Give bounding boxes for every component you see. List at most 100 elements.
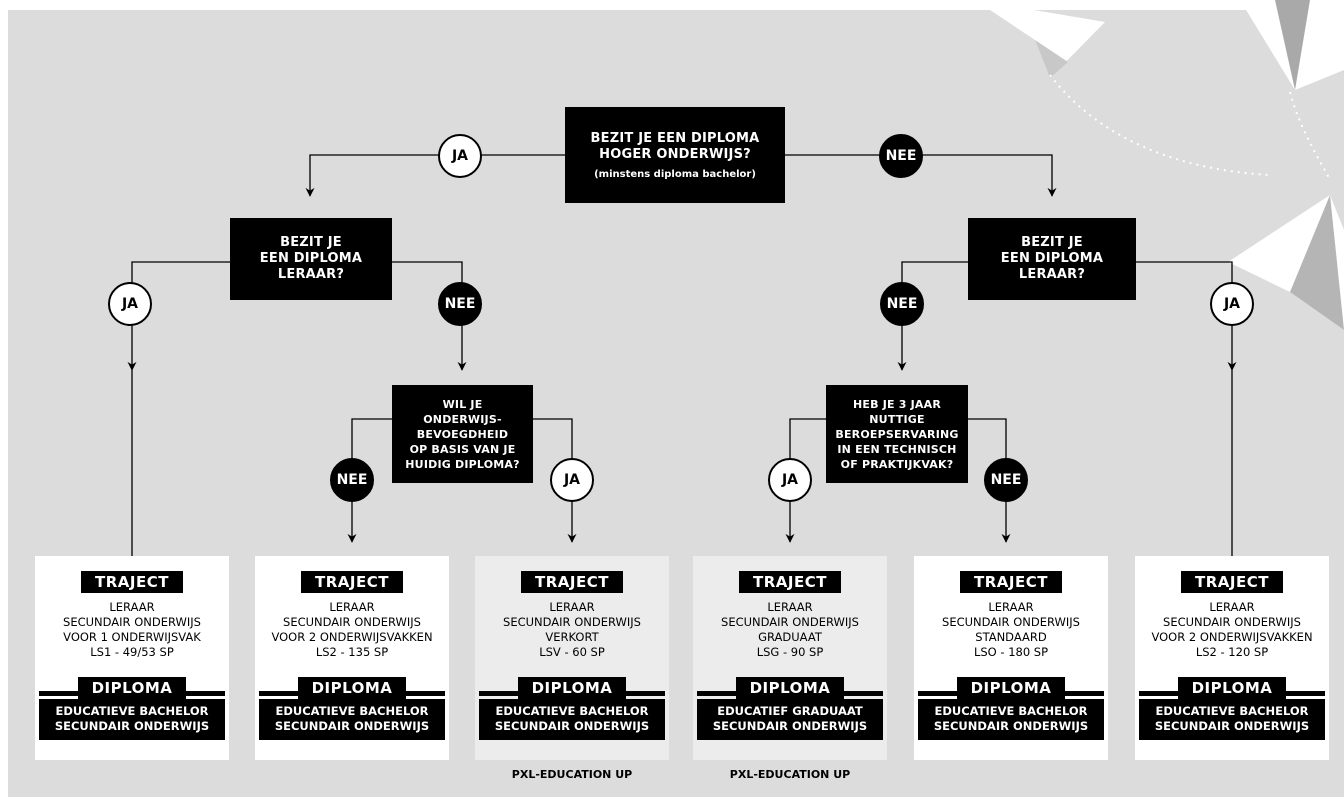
diploma-box: EDUCATIEVE BACHELOR SECUNDAIR ONDERWIJS <box>39 699 225 740</box>
diploma-tag: DIPLOMA <box>735 677 845 699</box>
traject-line: STANDAARD <box>975 630 1047 644</box>
question-line: LERAAR? <box>277 267 345 282</box>
traject-credits: LS2 - 135 SP <box>315 645 389 659</box>
traject-description: LERAAR SECUNDAIR ONDERWIJS VOOR 1 ONDERW… <box>35 600 229 660</box>
traject-line: VERKORT <box>545 630 599 644</box>
traject-description: LERAAR SECUNDAIR ONDERWIJS STANDAARD LSO… <box>914 600 1108 660</box>
traject-line: GRADUAAT <box>758 630 822 644</box>
diploma-header: DIPLOMA <box>35 677 229 699</box>
traject-line: VOOR 1 ONDERWIJSVAK <box>63 630 201 644</box>
paper-plane-icon <box>975 0 1344 330</box>
diploma-box: EDUCATIEVE BACHELOR SECUNDAIR ONDERWIJS <box>1139 699 1325 740</box>
answer-yes-badge: JA <box>108 282 152 326</box>
diploma-tag: DIPLOMA <box>77 677 187 699</box>
question-line: OF PRAKTIJKVAK? <box>840 457 954 471</box>
diploma-line: SECUNDAIR ONDERWIJS <box>712 719 868 733</box>
traject-description: LERAAR SECUNDAIR ONDERWIJS VOOR 2 ONDERW… <box>255 600 449 660</box>
traject-credits: LSO - 180 SP <box>973 645 1049 659</box>
question-line: OP BASIS VAN JE <box>409 442 516 456</box>
traject-description: LERAAR SECUNDAIR ONDERWIJS VERKORT LSV -… <box>475 600 669 660</box>
answer-yes-badge: JA <box>1210 282 1254 326</box>
traject-line: SECUNDAIR ONDERWIJS <box>942 615 1080 629</box>
diploma-line: EDUCATIEVE BACHELOR <box>495 704 649 718</box>
diploma-box: EDUCATIEVE BACHELOR SECUNDAIR ONDERWIJS <box>479 699 665 740</box>
question-line: BEZIT JE EEN DIPLOMA <box>590 130 760 146</box>
traject-line: SECUNDAIR ONDERWIJS <box>63 615 201 629</box>
traject-line: LERAAR <box>549 600 595 614</box>
traject-line: SECUNDAIR ONDERWIJS <box>283 615 421 629</box>
question-note: (minstens diploma bachelor) <box>594 168 756 180</box>
diploma-header: DIPLOMA <box>475 677 669 699</box>
diploma-tag: DIPLOMA <box>956 677 1066 699</box>
answer-no-badge: NEE <box>879 134 923 178</box>
traject-tag: TRAJECT <box>81 571 183 593</box>
diploma-line: SECUNDAIR ONDERWIJS <box>494 719 650 733</box>
diploma-header: DIPLOMA <box>914 677 1108 699</box>
question-line: BEVOEGDHEID <box>416 427 509 441</box>
diploma-header: DIPLOMA <box>693 677 887 699</box>
traject-line: LERAAR <box>767 600 813 614</box>
question-line: HEB JE 3 JAAR <box>852 397 942 411</box>
traject-card-ls2-135: TRAJECT LERAAR SECUNDAIR ONDERWIJS VOOR … <box>255 556 449 760</box>
traject-card-lso: TRAJECT LERAAR SECUNDAIR ONDERWIJS STAND… <box>914 556 1108 760</box>
diploma-line: EDUCATIEVE BACHELOR <box>55 704 209 718</box>
traject-line: LERAAR <box>988 600 1034 614</box>
card-footer-label: PXL-EDUCATION UP <box>511 768 633 781</box>
answer-yes-badge: JA <box>768 458 812 502</box>
answer-no-badge: NEE <box>880 282 924 326</box>
answer-no-badge: NEE <box>984 458 1028 502</box>
diploma-line: EDUCATIEVE BACHELOR <box>934 704 1088 718</box>
traject-credits: LS2 - 120 SP <box>1195 645 1269 659</box>
question-teacher-diploma-left: BEZIT JE EEN DIPLOMA LERAAR? <box>230 218 392 300</box>
traject-line: SECUNDAIR ONDERWIJS <box>503 615 641 629</box>
diploma-line: SECUNDAIR ONDERWIJS <box>1154 719 1310 733</box>
traject-credits: LSV - 60 SP <box>539 645 605 659</box>
question-line: NUTTIGE <box>869 412 925 426</box>
traject-line: LERAAR <box>329 600 375 614</box>
traject-tag: TRAJECT <box>521 571 623 593</box>
answer-no-badge: NEE <box>330 458 374 502</box>
traject-tag: TRAJECT <box>960 571 1062 593</box>
question-line: BEROEPSERVARING <box>835 427 959 441</box>
traject-card-lsg: TRAJECT LERAAR SECUNDAIR ONDERWIJS GRADU… <box>693 556 887 760</box>
traject-tag: TRAJECT <box>1181 571 1283 593</box>
question-work-experience: HEB JE 3 JAAR NUTTIGE BEROEPSERVARING IN… <box>826 385 968 483</box>
traject-card-ls1: TRAJECT LERAAR SECUNDAIR ONDERWIJS VOOR … <box>35 556 229 760</box>
traject-credits: LSG - 90 SP <box>756 645 824 659</box>
traject-line: SECUNDAIR ONDERWIJS <box>721 615 859 629</box>
answer-yes-badge: JA <box>438 134 482 178</box>
diploma-header: DIPLOMA <box>1135 677 1329 699</box>
traject-line: VOOR 2 ONDERWIJSVAKKEN <box>1151 630 1313 644</box>
traject-line: LERAAR <box>1209 600 1255 614</box>
diploma-line: SECUNDAIR ONDERWIJS <box>933 719 1089 733</box>
question-teacher-diploma-right: BEZIT JE EEN DIPLOMA LERAAR? <box>968 218 1136 300</box>
question-line: LERAAR? <box>1018 267 1086 282</box>
diploma-box: EDUCATIEVE BACHELOR SECUNDAIR ONDERWIJS <box>918 699 1104 740</box>
traject-tag: TRAJECT <box>739 571 841 593</box>
diploma-line: EDUCATIEVE BACHELOR <box>1155 704 1309 718</box>
card-footer-label: PXL-EDUCATION UP <box>729 768 851 781</box>
diploma-tag: DIPLOMA <box>1177 677 1287 699</box>
question-line: HUIDIG DIPLOMA? <box>405 457 520 471</box>
diploma-header: DIPLOMA <box>255 677 449 699</box>
question-line: EEN DIPLOMA <box>1000 251 1104 266</box>
diploma-line: EDUCATIEF GRADUAAT <box>717 704 863 718</box>
diploma-line: SECUNDAIR ONDERWIJS <box>54 719 210 733</box>
question-line: ONDERWIJS- <box>423 412 502 426</box>
diploma-box: EDUCATIEVE BACHELOR SECUNDAIR ONDERWIJS <box>259 699 445 740</box>
diploma-tag: DIPLOMA <box>517 677 627 699</box>
question-teaching-qualification: WIL JE ONDERWIJS- BEVOEGDHEID OP BASIS V… <box>392 385 533 483</box>
traject-line: VOOR 2 ONDERWIJSVAKKEN <box>271 630 433 644</box>
diploma-line: EDUCATIEVE BACHELOR <box>275 704 429 718</box>
traject-card-lsv: TRAJECT LERAAR SECUNDAIR ONDERWIJS VERKO… <box>475 556 669 760</box>
diploma-box: EDUCATIEF GRADUAAT SECUNDAIR ONDERWIJS <box>697 699 883 740</box>
question-line: IN EEN TECHNISCH <box>837 442 957 456</box>
traject-description: LERAAR SECUNDAIR ONDERWIJS GRADUAAT LSG … <box>693 600 887 660</box>
diploma-tag: DIPLOMA <box>297 677 407 699</box>
question-line: EEN DIPLOMA <box>259 251 363 266</box>
traject-tag: TRAJECT <box>301 571 403 593</box>
diploma-line: SECUNDAIR ONDERWIJS <box>274 719 430 733</box>
traject-line: LERAAR <box>109 600 155 614</box>
traject-line: SECUNDAIR ONDERWIJS <box>1163 615 1301 629</box>
